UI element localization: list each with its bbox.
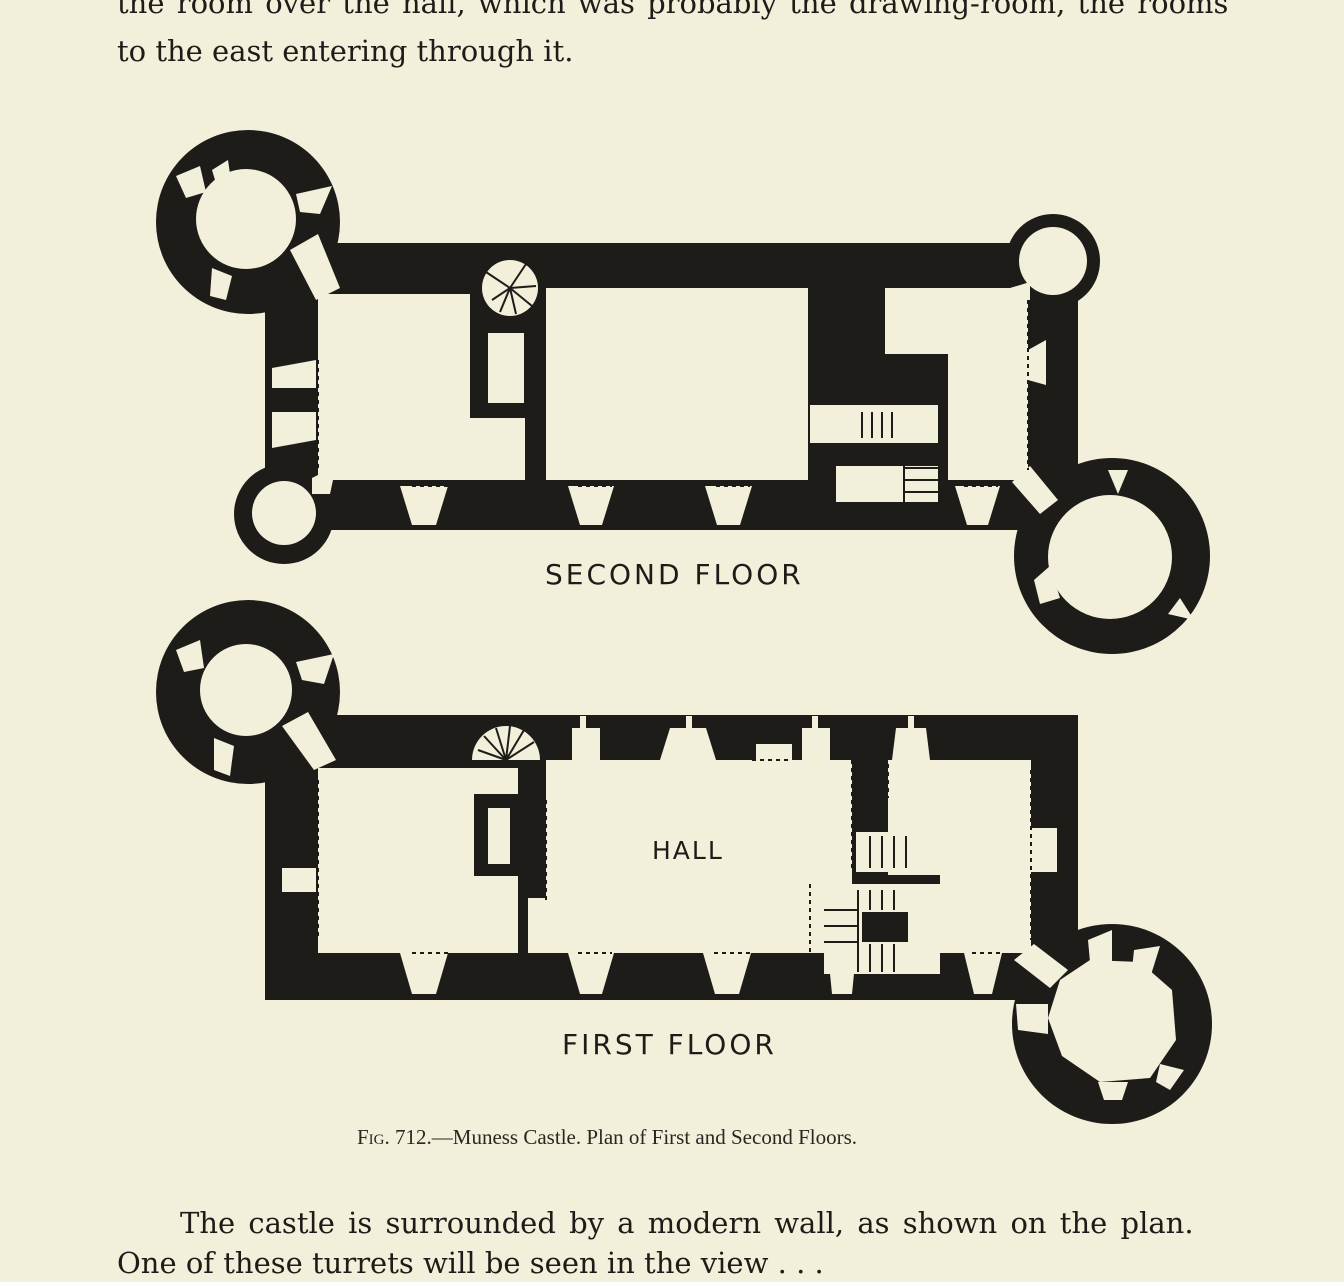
first-floor-tower-se-room bbox=[1048, 960, 1176, 1082]
second-floor-tower-sw-room bbox=[252, 481, 316, 545]
castle-floor-plan bbox=[156, 130, 1212, 1124]
body-text-line-bottom-1: The castle is surrounded by a modern wal… bbox=[180, 1206, 1194, 1240]
first-floor-details bbox=[477, 725, 907, 972]
second-floor-room-west-b bbox=[470, 418, 525, 480]
second-floor-tower-nw-room bbox=[196, 169, 296, 269]
second-floor-room-west bbox=[318, 294, 470, 480]
figure-number: Fig. 712. bbox=[357, 1125, 432, 1149]
first-floor-stair-upper bbox=[856, 832, 926, 872]
hall-label: HALL bbox=[652, 836, 724, 865]
first-floor-room-east-b bbox=[940, 875, 1031, 953]
first-floor-hall bbox=[546, 760, 852, 953]
second-floor-rooms bbox=[176, 160, 1194, 620]
first-floor-spiral-stair bbox=[472, 726, 540, 760]
second-floor-details bbox=[485, 263, 938, 502]
second-floor-tower-ne-room bbox=[1019, 227, 1087, 295]
second-floor-room-center bbox=[546, 288, 808, 480]
body-text-line-top-2: to the east entering through it. bbox=[117, 34, 574, 68]
first-floor-tower-nw-room bbox=[200, 644, 292, 736]
figure-caption-text: —Muness Castle. Plan of First and Second… bbox=[431, 1125, 858, 1149]
body-text-line-top-1: the room over the hall, which was probab… bbox=[117, 0, 1229, 20]
second-floor-room-east bbox=[948, 288, 1028, 480]
second-floor-stair-landing bbox=[810, 405, 938, 443]
second-floor-label: SECOND FLOOR bbox=[545, 558, 804, 591]
first-floor-label: FIRST FLOOR bbox=[562, 1028, 777, 1061]
first-floor-passage bbox=[528, 898, 546, 953]
figure-caption: Fig. 712.—Muness Castle. Plan of First a… bbox=[357, 1125, 857, 1150]
second-floor-room-east-b bbox=[885, 288, 948, 354]
second-floor-stair-lower bbox=[836, 466, 938, 502]
body-text-line-bottom-2: One of these turrets will be seen in the… bbox=[117, 1246, 824, 1280]
second-floor-tower-se-room bbox=[1048, 495, 1172, 619]
second-floor-closet bbox=[488, 333, 524, 403]
